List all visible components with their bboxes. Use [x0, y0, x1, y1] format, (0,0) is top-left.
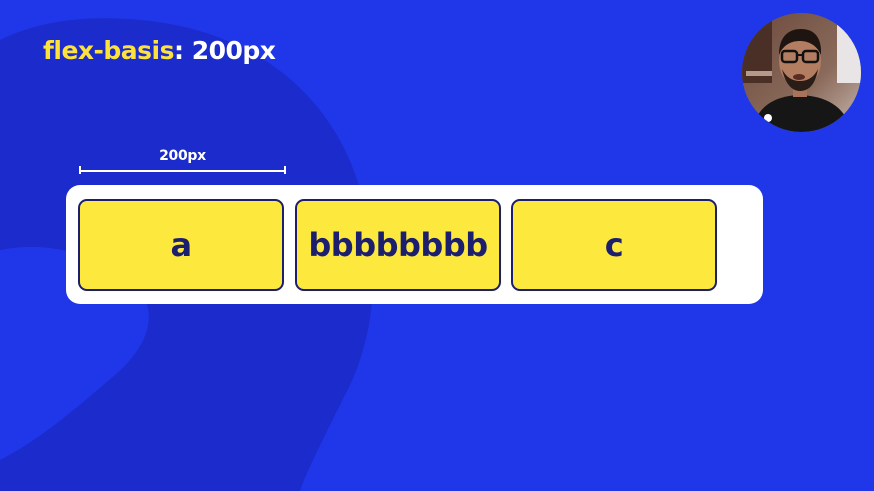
presenter-avatar-icon	[742, 13, 861, 132]
flex-item-a: a	[78, 199, 284, 291]
title-value: 200px	[191, 36, 276, 65]
measure-tick-left	[79, 166, 81, 174]
measure-tick-right	[284, 166, 286, 174]
title-property: flex-basis	[43, 36, 175, 65]
flex-item-b: bbbbbbbb	[295, 199, 501, 291]
measure-line	[79, 170, 286, 172]
flex-container: a bbbbbbbb c	[66, 185, 763, 304]
flex-item-c: c	[511, 199, 717, 291]
width-measure: 200px	[79, 148, 286, 176]
title-separator: :	[174, 36, 184, 65]
measure-label: 200px	[159, 148, 206, 164]
presenter-video-avatar	[742, 13, 861, 132]
slide-title: flex-basis: 200px	[43, 36, 276, 65]
